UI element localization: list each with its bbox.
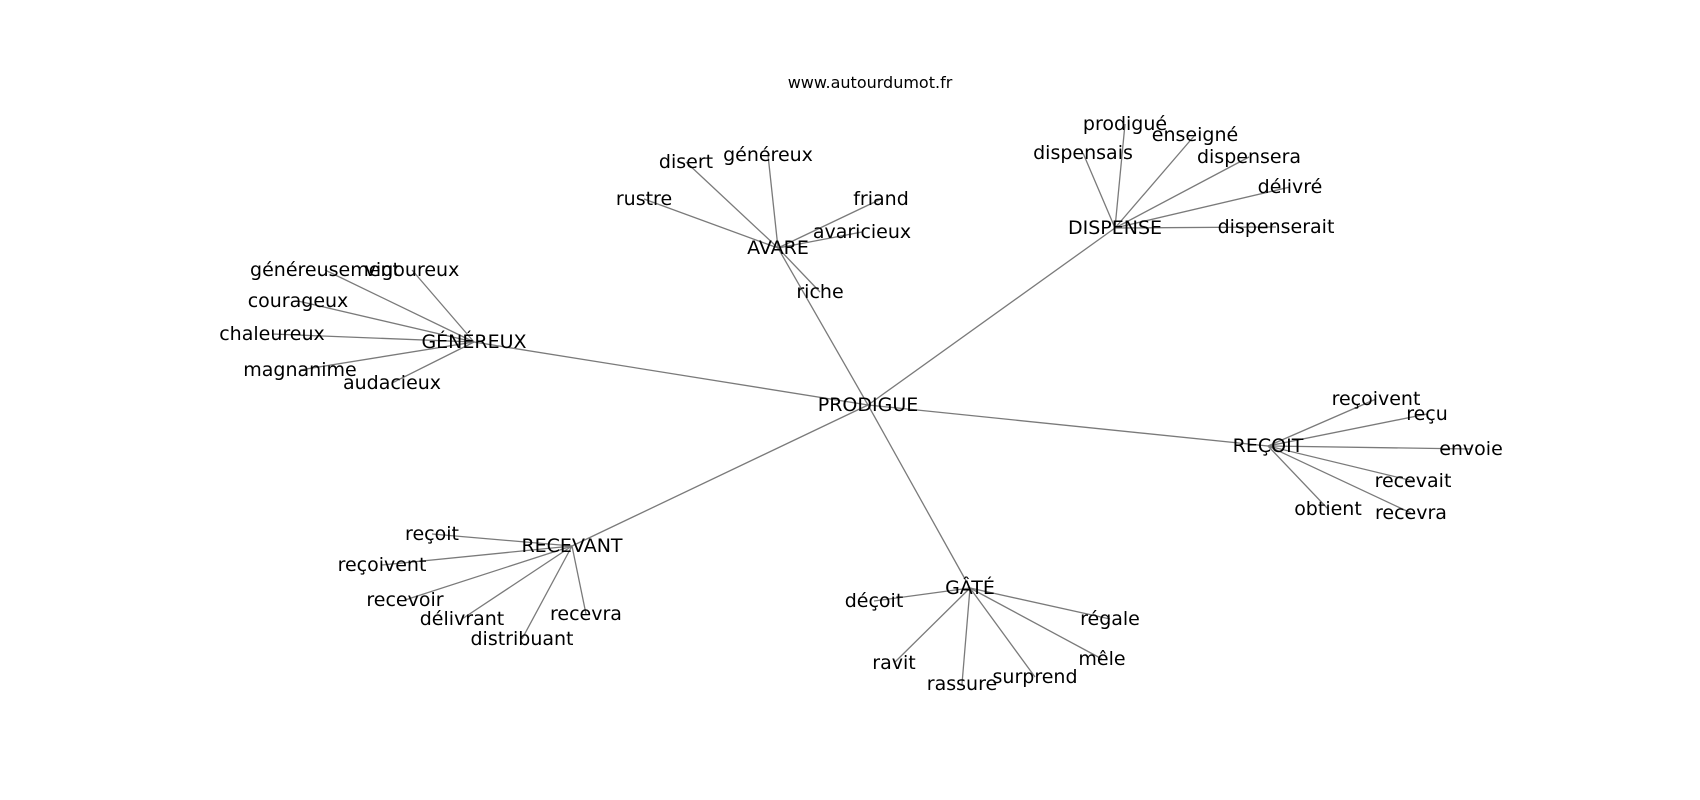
hub-node[interactable]: GÉNÉREUX: [421, 330, 526, 353]
edge-hub-leaf: [1114, 134, 1196, 229]
source-url: www.autourdumot.fr: [788, 73, 953, 92]
leaf-node[interactable]: mêle: [1078, 648, 1125, 670]
edge-root-hub: [867, 227, 1116, 406]
leaf-node[interactable]: reçoit: [405, 523, 459, 545]
edge-hub-leaf: [777, 231, 863, 249]
leaf-node[interactable]: friand: [853, 188, 909, 210]
edge-hub-leaf: [969, 587, 1103, 660]
leaf-node[interactable]: distribuant: [470, 628, 573, 650]
edge-hub-leaf: [1114, 186, 1291, 229]
leaf-node[interactable]: surprend: [993, 666, 1078, 688]
leaf-node[interactable]: délivrant: [420, 608, 505, 630]
edge-hub-leaf: [381, 545, 573, 566]
leaf-node[interactable]: généreux: [723, 144, 813, 166]
edge-hub-leaf: [411, 269, 475, 343]
hub-node[interactable]: GÂTÉ: [945, 576, 995, 599]
leaf-node[interactable]: riche: [796, 281, 843, 303]
leaf-node[interactable]: enseigné: [1152, 124, 1238, 146]
leaf-node[interactable]: prodigué: [1083, 113, 1167, 135]
leaf-node[interactable]: recevait: [1375, 470, 1452, 492]
root-node[interactable]: PRODIGUE: [818, 394, 918, 416]
edge-hub-leaf: [1114, 123, 1126, 229]
edge-hub-leaf: [1267, 445, 1412, 514]
edge-hub-leaf: [1267, 445, 1329, 510]
leaf-node[interactable]: ravit: [872, 652, 915, 674]
edge-root-hub: [473, 341, 869, 406]
leaf-node[interactable]: disert: [659, 151, 713, 173]
leaf-node[interactable]: dispenserait: [1218, 216, 1335, 238]
edge-hub-leaf: [391, 341, 475, 384]
edge-hub-leaf: [1114, 156, 1250, 229]
edge-hub-leaf: [777, 198, 882, 249]
edge-hub-leaf: [961, 587, 971, 685]
edge-hub-leaf: [685, 161, 779, 249]
leaf-node[interactable]: rustre: [616, 188, 672, 210]
edge-hub-leaf: [1082, 152, 1116, 229]
edge-hub-leaf: [1114, 226, 1277, 229]
leaf-node[interactable]: rassure: [927, 673, 997, 695]
leaf-node[interactable]: avaricieux: [813, 221, 911, 243]
edge-hub-leaf: [271, 333, 475, 343]
edge-hub-leaf: [1267, 398, 1377, 447]
edge-hub-leaf: [873, 587, 971, 602]
edge-hub-leaf: [1267, 445, 1414, 482]
leaf-node[interactable]: audacieux: [343, 372, 441, 394]
edge-hub-leaf: [969, 587, 1111, 620]
edge-hub-leaf: [521, 545, 573, 640]
edge-hub-leaf: [324, 269, 475, 343]
edge-hub-leaf: [969, 587, 1036, 678]
edge-root-hub: [867, 404, 971, 589]
edge-hub-leaf: [893, 587, 971, 664]
edge-root-hub: [571, 404, 869, 547]
edge-hub-leaf: [299, 341, 475, 371]
edge-hub-leaf: [461, 545, 573, 620]
edge-hub-leaf: [571, 545, 587, 615]
leaf-node[interactable]: obtient: [1294, 498, 1362, 520]
hub-node[interactable]: AVARE: [747, 237, 809, 259]
leaf-node[interactable]: dispensera: [1197, 146, 1301, 168]
hub-node[interactable]: DISPENSE: [1068, 217, 1162, 239]
edge-root-hub: [867, 404, 1269, 447]
leaf-node[interactable]: délivré: [1258, 176, 1323, 198]
edge-hub-leaf: [297, 300, 475, 343]
leaf-node[interactable]: envoie: [1439, 438, 1503, 460]
leaf-node[interactable]: recevra: [1375, 502, 1447, 524]
leaf-node[interactable]: reçu: [1406, 403, 1448, 425]
label-layer: www.autourdumot.fr PRODIGUE GÉNÉREUX génér…: [219, 73, 1503, 695]
leaf-node[interactable]: reçoivent: [1332, 388, 1421, 410]
leaf-node[interactable]: chaleureux: [219, 323, 325, 345]
edge-hub-leaf: [767, 154, 779, 249]
leaf-node[interactable]: reçoivent: [338, 554, 427, 576]
leaf-node[interactable]: recevra: [550, 603, 622, 625]
hub-node[interactable]: RECEVANT: [521, 535, 622, 557]
leaf-node[interactable]: magnanime: [243, 359, 356, 381]
leaf-node[interactable]: dispensais: [1033, 142, 1133, 164]
edge-hub-leaf: [404, 545, 573, 601]
edge-root-hub: [777, 247, 869, 406]
leaf-node[interactable]: courageux: [248, 290, 349, 312]
leaf-node[interactable]: recevoir: [366, 589, 443, 611]
edge-hub-leaf: [431, 533, 573, 547]
leaf-node[interactable]: régale: [1080, 608, 1140, 630]
hub-node[interactable]: REÇOIT: [1233, 435, 1304, 457]
edge-hub-leaf: [777, 247, 821, 293]
leaf-node[interactable]: vigoureux: [365, 259, 460, 281]
edge-layer: [271, 123, 1472, 685]
leaf-node[interactable]: généreusement: [250, 259, 400, 281]
edge-hub-leaf: [1267, 413, 1428, 447]
edge-hub-leaf: [643, 198, 779, 249]
edge-hub-leaf: [1267, 445, 1472, 450]
leaf-node[interactable]: déçoit: [845, 590, 904, 612]
